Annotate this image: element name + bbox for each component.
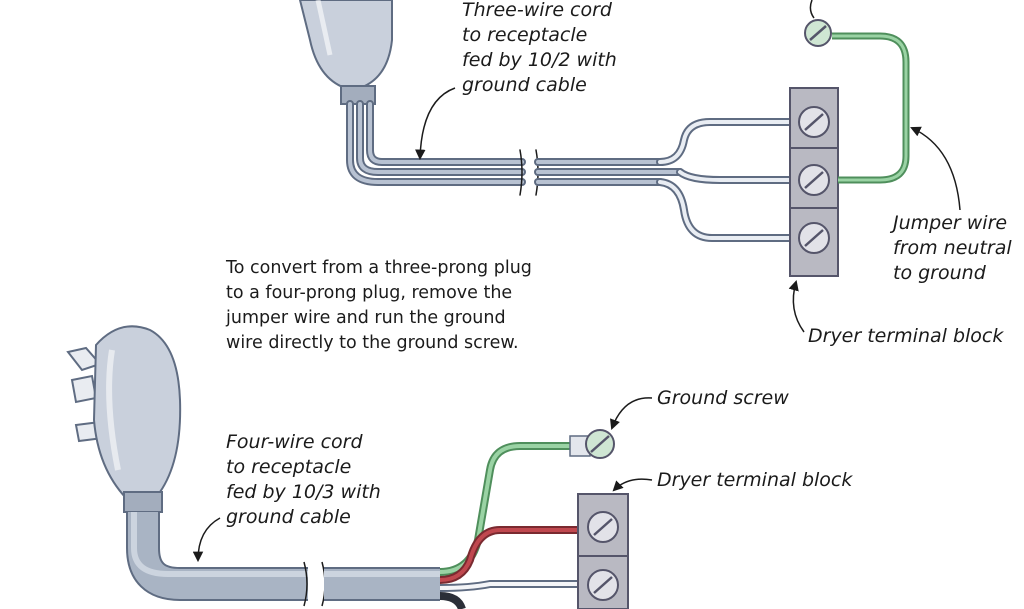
- four-wire-line-1: Four-wire cord: [226, 431, 363, 453]
- four-wire-label: Four-wire cord to receptacle fed by 10/3…: [226, 431, 381, 528]
- terminal-bottom-label: Dryer terminal block: [657, 469, 853, 491]
- three-wire-label: Three-wire cord to receptacle fed by 10/…: [462, 0, 617, 96]
- four-prong-plug: [66, 325, 182, 513]
- ground-screw-label: Ground screw: [657, 387, 789, 409]
- three-wire-pointer: [415, 87, 456, 161]
- three-wire-line-1: Three-wire cord: [462, 0, 613, 21]
- jumper-pointer: [910, 126, 961, 211]
- instruction-line-4: wire directly to the ground screw.: [226, 333, 519, 353]
- instruction-text: To convert from a three-prong plug to a …: [225, 258, 532, 353]
- ground-screw-bottom: [569, 429, 615, 459]
- four-wire-pointer: [192, 517, 221, 563]
- four-wire-conductors: [439, 442, 586, 609]
- jumper-wire: [832, 32, 910, 184]
- jumper-label: Jumper wire from neutral to ground: [889, 212, 1012, 284]
- terminal-bottom-pointer: [612, 478, 653, 492]
- terminal-block-bottom: [577, 493, 629, 609]
- jumper-line-1: Jumper wire: [889, 212, 1007, 234]
- four-wire-cord: [126, 512, 440, 607]
- three-wire-line-3: fed by 10/2 with: [462, 49, 617, 71]
- three-wire-line-4: ground cable: [462, 74, 587, 96]
- jumper-line-3: to ground: [893, 262, 987, 284]
- terminal-top-label: Dryer terminal block: [808, 325, 1004, 347]
- jumper-line-2: from neutral: [893, 237, 1012, 259]
- four-wire-line-2: to receptacle: [226, 456, 351, 478]
- three-prong-plug: [298, 0, 393, 105]
- terminal-block-top: [789, 87, 839, 277]
- four-wire-line-3: fed by 10/3 with: [226, 481, 381, 503]
- terminal-top-pointer: [788, 279, 805, 333]
- three-wire-cord: [346, 100, 804, 242]
- instruction-line-3: jumper wire and run the ground: [225, 308, 506, 328]
- ground-screw-top: [804, 0, 832, 47]
- four-wire-line-4: ground cable: [226, 506, 351, 528]
- three-wire-line-2: to receptacle: [462, 24, 587, 46]
- ground-screw-pointer: [610, 397, 653, 430]
- instruction-line-2: to a four-prong plug, remove the: [226, 283, 512, 303]
- instruction-line-1: To convert from a three-prong plug: [225, 258, 532, 278]
